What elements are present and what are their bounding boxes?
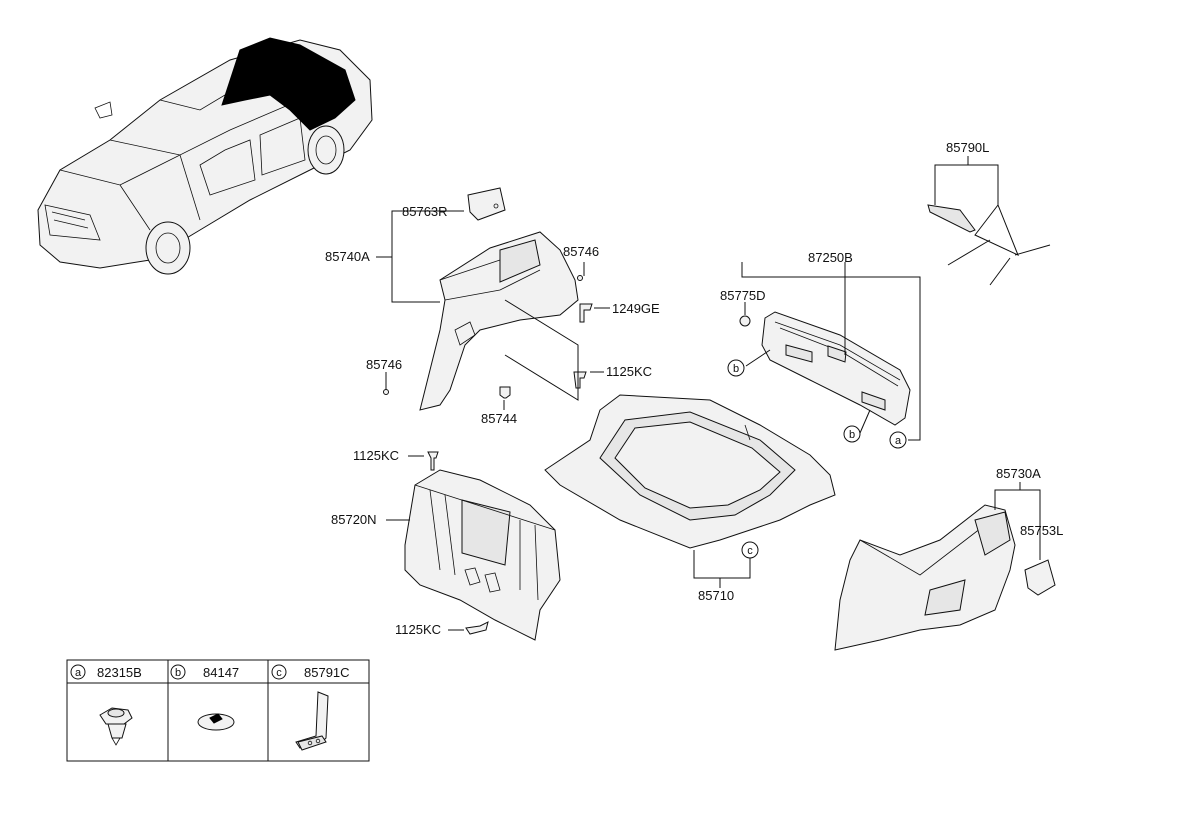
svg-text:b: b xyxy=(733,363,739,375)
trunk-floor-mat xyxy=(544,394,836,549)
label-1125KC-top: 1125KC xyxy=(353,448,399,463)
label-87250B: 87250B xyxy=(808,250,853,265)
svg-text:b: b xyxy=(175,667,181,679)
legend-item-b: b 84147 xyxy=(170,664,239,731)
label-85746-left: 85746 xyxy=(366,357,402,372)
label-85746-top: 85746 xyxy=(563,244,599,259)
legend-item-c: c 85791C xyxy=(271,664,350,751)
trunk-side-trim-left xyxy=(419,187,579,411)
label-85710: 85710 xyxy=(698,588,734,603)
label-85753L: 85753L xyxy=(1020,523,1063,538)
svg-text:c: c xyxy=(276,667,282,679)
car-illustration xyxy=(37,37,373,275)
part-85753L-cover xyxy=(1024,559,1056,596)
legend-part-82315B: 82315B xyxy=(97,665,142,680)
callout-a: a xyxy=(889,431,907,449)
label-85775D: 85775D xyxy=(720,288,766,303)
label-1125KC-bottom: 1125KC xyxy=(395,622,441,637)
legend-item-a: a 82315B xyxy=(70,664,142,746)
label-85744: 85744 xyxy=(481,411,517,426)
label-85730A: 85730A xyxy=(996,466,1041,481)
svg-text:a: a xyxy=(895,435,902,447)
trunk-highlight xyxy=(221,37,356,131)
legend-part-84147: 84147 xyxy=(203,665,239,680)
trunk-front-trim xyxy=(404,469,561,641)
label-85720N: 85720N xyxy=(331,512,377,527)
label-1249GE: 1249GE xyxy=(612,301,660,316)
trunk-sill-trim xyxy=(761,311,911,426)
svg-text:a: a xyxy=(75,667,82,679)
leader-lines xyxy=(376,156,1041,631)
label-1125KC-mid: 1125KC xyxy=(606,364,652,379)
legend-part-85791C: 85791C xyxy=(304,665,350,680)
legend-table: a 82315B b 84147 c 85791C xyxy=(66,659,370,762)
svg-text:b: b xyxy=(849,429,855,441)
part-85763R-cover xyxy=(467,187,506,221)
fasteners xyxy=(383,275,751,635)
warning-triangle-kit xyxy=(927,203,1051,286)
callout-b-left: b xyxy=(727,359,745,377)
trunk-side-trim-right xyxy=(834,504,1056,651)
label-85740A: 85740A xyxy=(325,249,370,264)
label-85790L: 85790L xyxy=(946,140,989,155)
svg-text:c: c xyxy=(747,545,753,557)
callout-b-right: b xyxy=(843,425,861,443)
label-85763R: 85763R xyxy=(402,204,448,219)
callout-c: c xyxy=(741,541,759,559)
